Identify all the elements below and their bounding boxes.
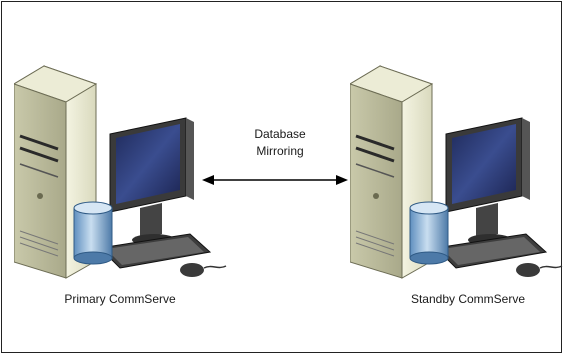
primary-commserve-icon bbox=[14, 65, 227, 279]
standby-commserve-label: Standby CommServe bbox=[410, 292, 526, 306]
mirroring-label-line2: Mirroring bbox=[256, 144, 304, 158]
mirroring-label: Database Mirroring bbox=[228, 126, 332, 160]
bidirectional-arrow-icon bbox=[202, 175, 348, 185]
standby-commserve-icon bbox=[350, 65, 563, 279]
mirroring-label-line1: Database bbox=[254, 127, 306, 141]
primary-commserve-label: Primary CommServe bbox=[64, 292, 176, 306]
